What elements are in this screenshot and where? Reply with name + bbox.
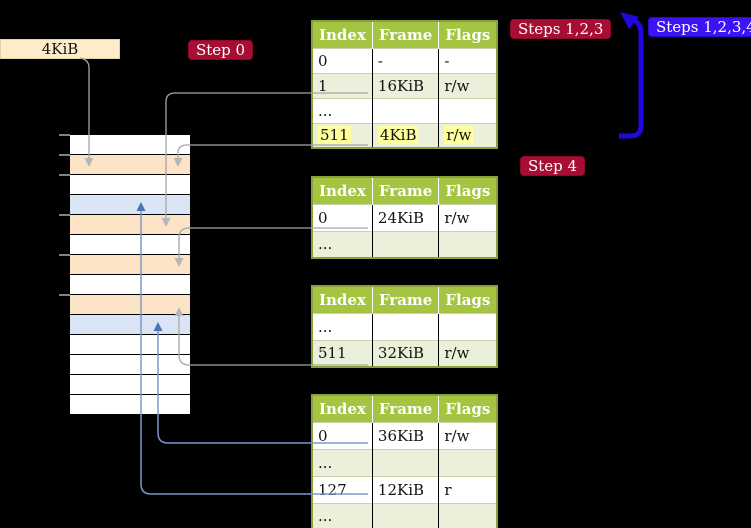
table-cell: 12KiB: [372, 475, 440, 503]
table-row: 511 4KiB r/w: [312, 122, 498, 148]
table-row: ...: [312, 230, 498, 258]
column-header: Frame: [372, 286, 440, 313]
table-cell: ...: [312, 312, 373, 340]
table-row: 0--: [312, 47, 498, 73]
badge-step-4: Step 4: [520, 156, 586, 176]
memory-frame-row: [70, 235, 190, 255]
table-cell: [372, 230, 440, 258]
table-cell: 36KiB: [372, 421, 440, 449]
column-header: Index: [312, 177, 373, 204]
table-row: ...: [312, 312, 498, 340]
table-cell: ...: [312, 502, 373, 528]
table-cell: r/w: [438, 339, 498, 367]
table-cell: [372, 97, 440, 123]
frame-size-label: 4KiB: [0, 39, 120, 59]
column-header: Frame: [372, 177, 440, 204]
memory-frame-row: [70, 215, 190, 235]
memory-frame-row: [70, 175, 190, 195]
table-cell: r/w: [438, 203, 498, 231]
arrowhead-up-left-icon: [620, 12, 639, 29]
memory-frame-row: [70, 275, 190, 295]
table-cell: 0: [312, 421, 373, 449]
table-cell: [438, 230, 498, 258]
table-cell: 32KiB: [372, 339, 440, 367]
column-header: Frame: [372, 21, 440, 48]
table-cell: r/w: [438, 122, 498, 148]
memory-frame-row: [70, 255, 190, 275]
table-cell: ...: [312, 230, 373, 258]
column-header: Index: [312, 286, 373, 313]
table-row: ...: [312, 97, 498, 123]
memory-frame-row: [70, 315, 190, 335]
table-cell: r/w: [438, 421, 498, 449]
table-cell: 1: [312, 72, 373, 98]
memory-tick: [59, 254, 70, 256]
table-cell: [438, 448, 498, 476]
table-cell: 127: [312, 475, 373, 503]
table-cell: ...: [312, 97, 373, 123]
table-cell: 0: [312, 47, 373, 73]
table-cell: [372, 312, 440, 340]
table-cell: -: [372, 47, 440, 73]
highlighted-value: r/w: [444, 126, 474, 145]
memory-tick: [59, 174, 70, 176]
table-cell: 511: [312, 122, 373, 148]
table-cell: [438, 312, 498, 340]
table-cell: -: [438, 47, 498, 73]
table-cell: [438, 502, 498, 528]
table-row: ...: [312, 502, 498, 528]
badge-step-0: Step 0: [188, 40, 254, 60]
badge-steps-1-2-3: Steps 1,2,3: [510, 19, 612, 39]
column-header: Index: [312, 21, 373, 48]
table-cell: r: [438, 475, 498, 503]
memory-frame-row: [70, 335, 190, 355]
table-cell: ...: [312, 448, 373, 476]
column-header: Flags: [438, 177, 498, 204]
memory-frame-row: [70, 375, 190, 395]
table-cell: 0: [312, 203, 373, 231]
arrow-loop-back-to-table1: [619, 17, 644, 139]
memory-tick: [59, 294, 70, 296]
memory-tick: [59, 214, 70, 216]
highlighted-value: 4KiB: [377, 126, 419, 145]
badge-steps-1-2-3-4: Steps 1,2,3,4: [648, 17, 751, 37]
table-cell: r/w: [438, 72, 498, 98]
table-cell: [372, 448, 440, 476]
memory-tick: [59, 154, 70, 156]
memory-frame-row: [70, 135, 190, 155]
memory-frame-row: [70, 155, 190, 175]
memory-frame-row: [70, 195, 190, 215]
column-header: Flags: [438, 395, 498, 422]
column-header: Index: [312, 395, 373, 422]
column-header: Flags: [438, 286, 498, 313]
table-cell: 4KiB: [372, 122, 440, 148]
memory-frame-row: [70, 295, 190, 315]
table-cell: 24KiB: [372, 203, 440, 231]
table-row: ...: [312, 448, 498, 476]
table-cell: [372, 502, 440, 528]
memory-frame-row: [70, 395, 190, 415]
table-cell: 16KiB: [372, 72, 440, 98]
memory-frame-row: [70, 355, 190, 375]
memory-tick: [59, 134, 70, 136]
table-cell: 511: [312, 339, 373, 367]
physical-memory-frames: [70, 135, 190, 415]
highlighted-value: 511: [318, 126, 351, 145]
column-header: Frame: [372, 395, 440, 422]
table-cell: [438, 97, 498, 123]
column-header: Flags: [438, 21, 498, 48]
